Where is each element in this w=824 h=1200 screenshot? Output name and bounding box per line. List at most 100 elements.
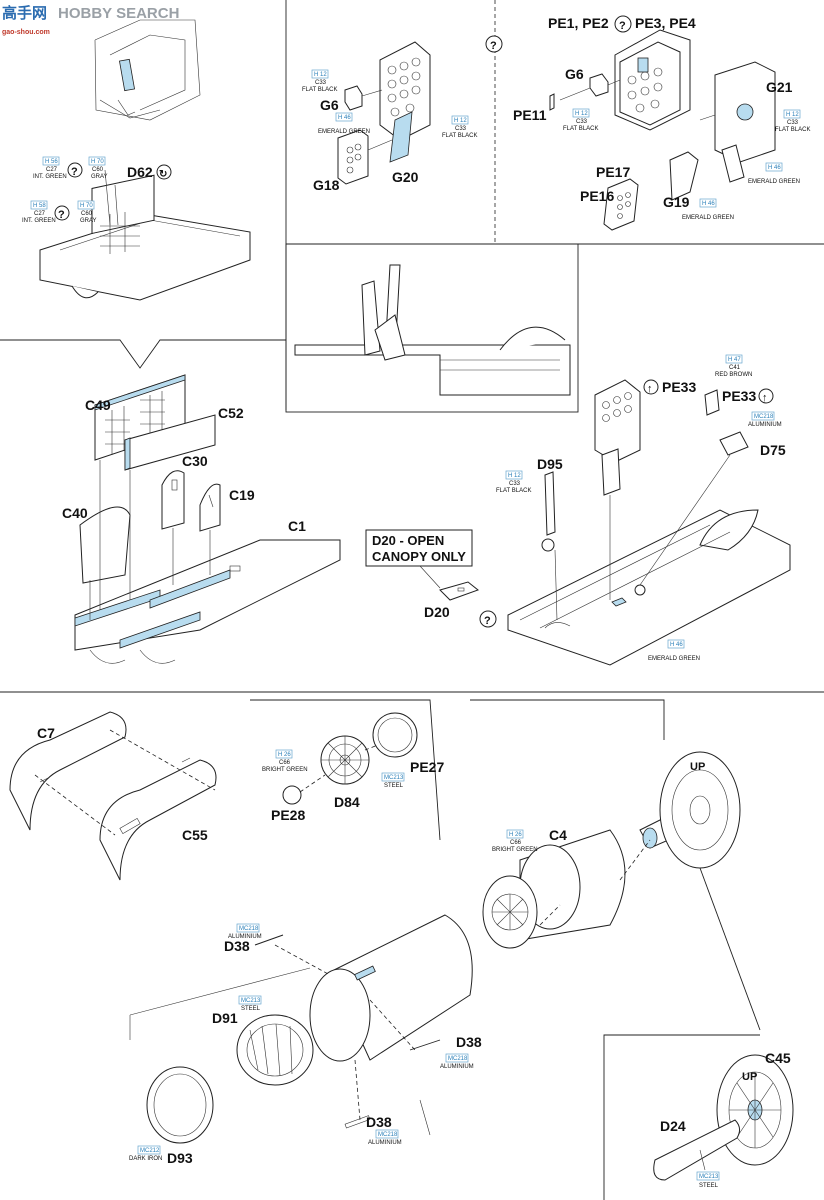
icons-question: ?	[58, 209, 65, 221]
rotate-icon	[156, 164, 172, 180]
paints-mc212-dark-iron-h: MC212	[140, 1148, 160, 1154]
paints-mc218-alu-d38a-h: MC218	[239, 926, 259, 932]
label-c52: C52	[218, 405, 244, 421]
question-icon	[614, 15, 632, 33]
question-icon	[485, 35, 503, 53]
label-pe33-right: PE33	[722, 388, 756, 404]
paints-h56-c27-name: INT. GREEN	[33, 174, 67, 180]
question-icon	[479, 610, 497, 628]
fan-stage-d84	[282, 712, 418, 805]
label-d84: D84	[334, 794, 360, 810]
labels-fan-stage: H 26 C66 BRIGHT GREEN PE27 MC213 STEEL D…	[262, 749, 444, 823]
paints-h12-flat-g6b-name: FLAT BLACK	[563, 126, 598, 132]
paints-h12-flat-g6-h: H 12	[314, 72, 327, 78]
labels-pe-panel: PE1, PE2 ? PE3, PE4 G6 PE11 H 12 C33 FLA…	[513, 15, 810, 221]
paints-h12-flat-g21-name: FLAT BLACK	[775, 127, 810, 133]
label-pe33-left: PE33	[662, 379, 696, 395]
paints-mc213-steel-d24-h: MC213	[699, 1174, 719, 1180]
label-c40: C40	[62, 505, 88, 521]
paints-mc218-alu-d38b-h: MC218	[448, 1056, 468, 1062]
paints-h12-flat-d95-name: FLAT BLACK	[496, 488, 531, 494]
paints-h12-flat-g6-name: FLAT BLACK	[302, 87, 337, 93]
paints-h70-c60b-c: C60	[81, 211, 93, 217]
paints-h70-c60-name: GRAY	[91, 174, 108, 180]
cockpit-floor-assembly	[74, 374, 341, 664]
label-c55: C55	[182, 827, 208, 843]
paints-h12-flat-g21-h: H 12	[786, 112, 799, 118]
label-c4: C4	[549, 827, 567, 843]
fuselage-halves-c7-c55	[9, 711, 217, 881]
afterburner-section	[129, 914, 473, 1144]
paints-h46-emerald-c1-name: EMERALD GREEN	[648, 656, 700, 662]
label-d38-mid: D38	[456, 1034, 482, 1050]
icons-arrow-up: ↑	[762, 392, 768, 404]
label-pe3-pe4: PE3, PE4	[635, 15, 696, 31]
label-d62: D62	[127, 164, 153, 180]
labels-up: UP	[742, 1071, 757, 1083]
label-pe11: PE11	[513, 107, 547, 123]
label-d38-top: D38	[224, 938, 250, 954]
paints-mc213-steel-d24-name: STEEL	[699, 1183, 719, 1189]
inset-c45-d24	[653, 1054, 794, 1181]
paints-h26-bright-pe28-name: BRIGHT GREEN	[262, 767, 308, 773]
label-pe28: PE28	[271, 807, 305, 823]
label-c19: C19	[229, 487, 255, 503]
labels-fuselage: C7 C55	[37, 725, 208, 843]
canopy-note-line1: D20 - OPEN	[372, 533, 444, 548]
labels-inset-c45: C45 UP D24 MC213 STEEL	[660, 1050, 791, 1189]
paints-h56-c27-c: C27	[46, 167, 58, 173]
paints-h26-bright-pe28-h: H 26	[278, 752, 291, 758]
paints-mc218-alu-d38c-h: MC218	[378, 1132, 398, 1138]
paints-h58-c27-h: H 58	[33, 203, 46, 209]
label-d95: D95	[537, 456, 563, 472]
labels-engine-rear: UP H 26 C66 BRIGHT GREEN C4	[492, 761, 705, 853]
paints-h12-flat-d95-h: H 12	[508, 473, 521, 479]
watermark-cjk: 高手网	[2, 4, 47, 22]
label-pe17: PE17	[596, 164, 630, 180]
paints-h56-c27-h: H 56	[45, 159, 58, 165]
paints-h12-flat-g20-c: C33	[455, 126, 467, 132]
label-pe16: PE16	[580, 188, 614, 204]
label-pe27: PE27	[410, 759, 444, 775]
labels-cockpit-final: ↑ PE33 H 47 C41 RED BROWN PE33 ↑ MC218 A…	[365, 354, 786, 662]
paints-h12-flat-g6-c: C33	[315, 80, 327, 86]
paint-callouts-g20: H 12 C33 FLAT BLACK H 46 EMERALD GREEN H…	[302, 69, 477, 193]
arrow-up-icon	[643, 379, 659, 395]
paints-h26-bright-c4-c: C66	[510, 840, 522, 846]
icons-rotate: ↻	[159, 169, 167, 180]
paints-h58-c27-name: INT. GREEN	[22, 218, 56, 224]
arrow-up-icon	[758, 388, 774, 404]
paints-h70-c60b-name: GRAY	[80, 218, 97, 224]
label-c45: C45	[765, 1050, 791, 1066]
paints-h70-c60b-h: H 70	[80, 203, 93, 209]
paints-mc213-steel-d91-name: STEEL	[241, 1006, 261, 1012]
paints-h70-c60-c: C60	[92, 167, 104, 173]
paints-h46-emerald-g20-name: EMERALD GREEN	[318, 129, 370, 135]
labels-afterburner: MC218 ALUMINIUM D38 MC213 STEEL D91 D38 …	[129, 923, 482, 1166]
label-c30: C30	[182, 453, 208, 469]
paints-mc213-steel-d91-h: MC213	[241, 998, 261, 1004]
paints-h47-red-h: H 47	[728, 357, 741, 363]
label-g18: G18	[313, 177, 340, 193]
paints-mc218-alu-d75-name: ALUMINIUM	[748, 422, 782, 428]
icons-question: ?	[71, 166, 78, 178]
paints-h26-bright-c4-h: H 26	[509, 832, 522, 838]
instrument-panel-g20	[337, 41, 431, 185]
label-g6-top: G6	[320, 97, 339, 113]
paints-h26-bright-pe28-c: C66	[279, 760, 291, 766]
label-d20: D20	[424, 604, 450, 620]
watermark-site: gao-shou.com	[2, 29, 50, 36]
question-icon	[54, 205, 70, 221]
paints-h12-flat-g21-c: C33	[787, 120, 799, 126]
paints-mc213-steel-pe27-h: MC213	[384, 775, 404, 781]
label-g19: G19	[663, 194, 690, 210]
paints-mc218-alu-d75-h: MC218	[754, 414, 774, 420]
paints-h46-emerald-g19-h: H 46	[702, 201, 715, 207]
question-icon	[67, 162, 83, 178]
paints-h46-emerald-g21-h: H 46	[768, 165, 781, 171]
label-d93: D93	[167, 1150, 193, 1166]
label-c49: C49	[85, 397, 111, 413]
paints-mc213-steel-pe27-name: STEEL	[384, 783, 404, 789]
